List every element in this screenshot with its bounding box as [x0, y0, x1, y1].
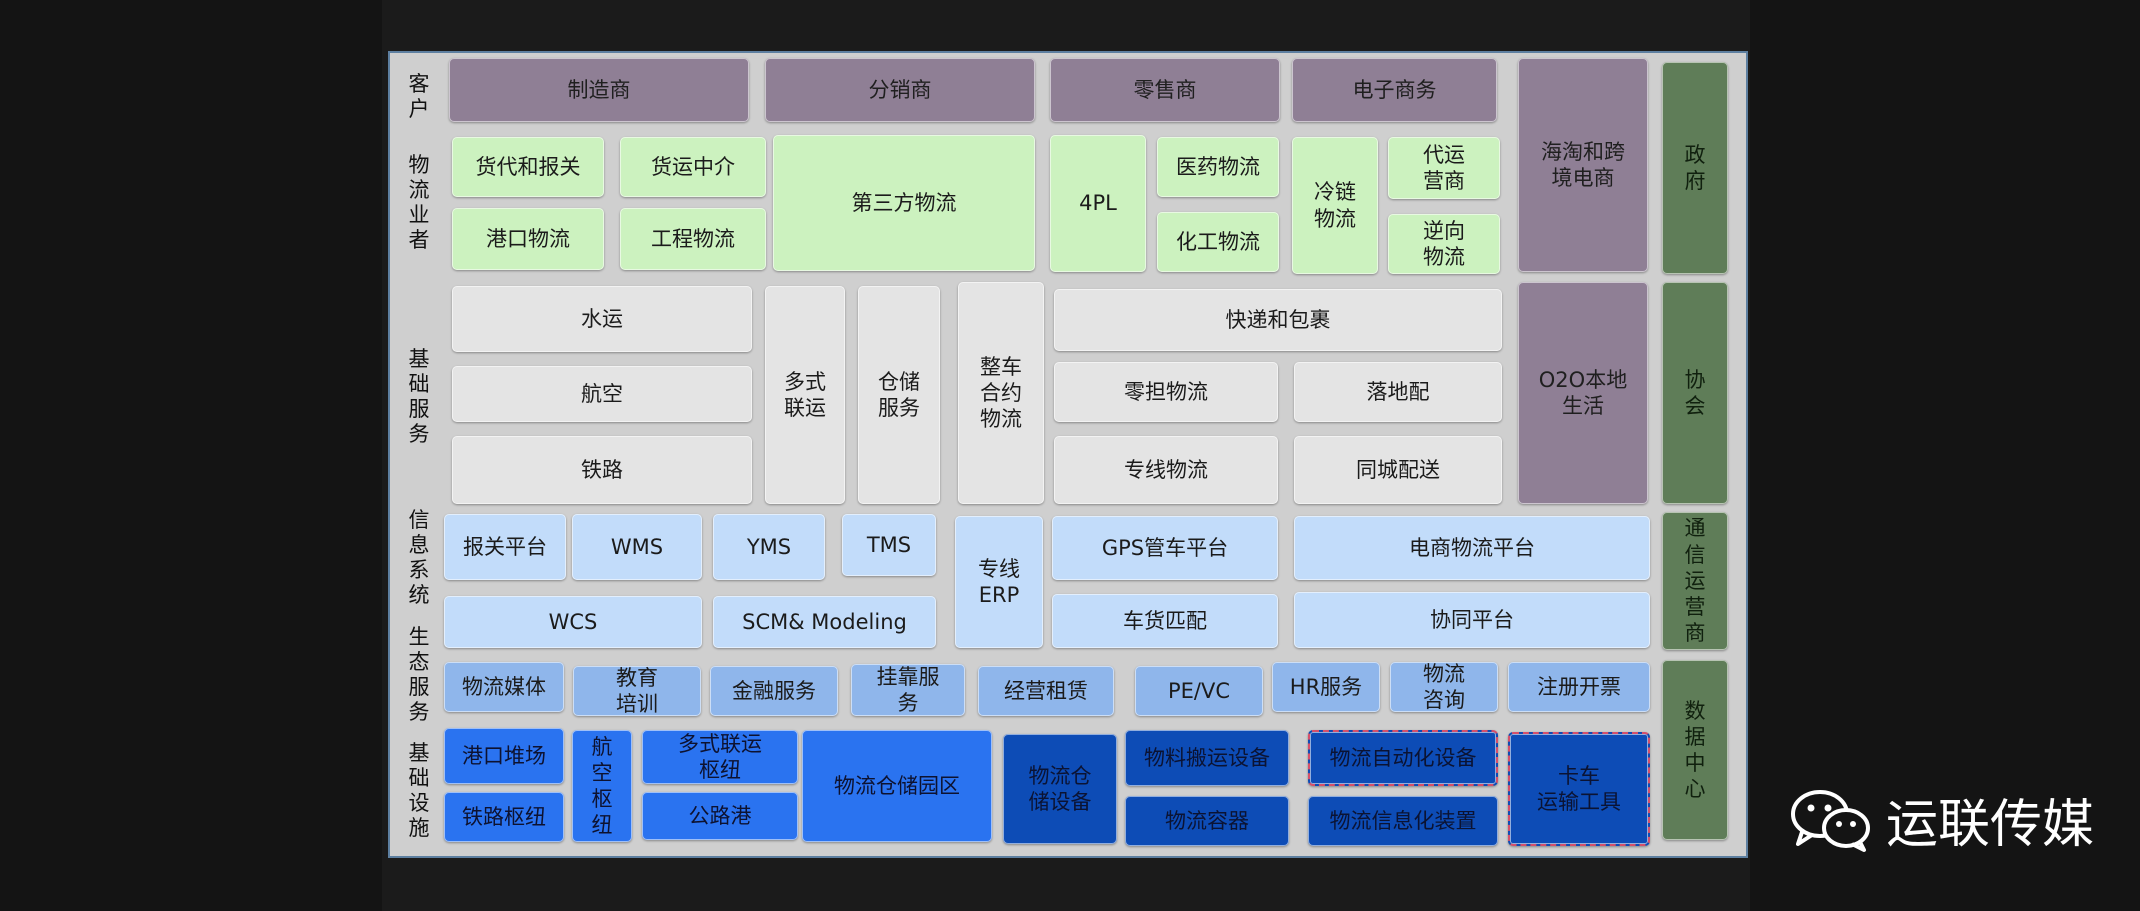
category-infrastructure: 基 础 设 施: [408, 740, 430, 841]
yms: YMS: [713, 514, 825, 580]
freight-broker: 货运中介: [620, 137, 766, 197]
freight-matching: 车货匹配: [1052, 594, 1278, 648]
operating-lease: 经营租赁: [978, 666, 1114, 716]
wechat-icon: [1791, 789, 1870, 852]
third-party-logistics: 第三方物流: [773, 135, 1035, 271]
chemical-logistics: 化工物流: [1157, 212, 1279, 272]
affiliation-services: 挂靠服 务: [851, 664, 965, 716]
air-hub: 航 空 枢 纽: [572, 730, 632, 842]
customer-manufacturer: 制造商: [449, 58, 749, 122]
port-logistics: 港口物流: [452, 208, 604, 270]
highway-port: 公路港: [642, 792, 798, 840]
warehouse-equipment: 物流仓 储设备: [1003, 734, 1117, 844]
logistics-automation-equipment: 物流自动化设备: [1308, 730, 1498, 786]
registration-invoicing: 注册开票: [1508, 662, 1650, 712]
logistics-containers: 物流容器: [1125, 796, 1289, 846]
engineering-logistics: 工程物流: [620, 208, 766, 270]
scm-modeling: SCM& Modeling: [713, 596, 936, 648]
cross-border-ecommerce: 海淘和跨 境电商: [1518, 58, 1648, 272]
customs-platform: 报关平台: [444, 514, 566, 580]
intra-city-delivery: 同城配送: [1294, 436, 1502, 504]
logistics-media: 物流媒体: [444, 662, 564, 712]
financial-services: 金融服务: [710, 666, 838, 716]
wms: WMS: [572, 514, 702, 580]
o2o-local-life: O2O本地 生活: [1518, 282, 1648, 504]
express-parcel: 快递和包裹: [1054, 289, 1502, 351]
cold-chain-logistics: 冷链 物流: [1292, 137, 1378, 274]
customer-distributor: 分销商: [765, 58, 1035, 122]
side-association: 协 会: [1662, 282, 1728, 504]
category-eco-services: 生 态 服 务: [408, 624, 430, 725]
category-customers: 客 户: [408, 71, 430, 121]
outsourced-operations: 代运 营商: [1388, 137, 1500, 199]
wcs: WCS: [444, 596, 702, 648]
ecommerce-logistics-platform: 电商物流平台: [1294, 516, 1650, 580]
dedicated-line-logistics: 专线物流: [1054, 436, 1278, 504]
side-government: 政 府: [1662, 62, 1728, 274]
tms: TMS: [842, 514, 936, 576]
customer-ecommerce: 电子商务: [1292, 58, 1497, 122]
side-data-center: 数 据 中 心: [1662, 660, 1728, 840]
education-training: 教育 培训: [573, 666, 701, 716]
multimodal-hub: 多式联运 枢纽: [642, 730, 798, 784]
freight-forwarding-customs: 货代和报关: [452, 137, 604, 197]
side-telecom-operator: 通 信 运 营 商: [1662, 512, 1728, 650]
last-mile-delivery: 落地配: [1294, 362, 1502, 422]
category-logistics-providers: 物 流 业 者: [408, 152, 430, 253]
hr-services: HR服务: [1272, 662, 1380, 712]
rail-transport: 铁路: [452, 436, 752, 504]
air-transport: 航空: [452, 366, 752, 422]
logistics-consulting: 物流 咨询: [1390, 662, 1498, 712]
ltl-logistics: 零担物流: [1054, 362, 1278, 422]
watermark: 运联传媒: [1790, 782, 2094, 857]
watermark-text: 运联传媒: [1886, 795, 2095, 855]
material-handling-equipment: 物料搬运设备: [1125, 730, 1289, 786]
logistics-informatization-devices: 物流信息化装置: [1308, 796, 1498, 846]
category-basic-services: 基 础 服 务: [408, 346, 430, 447]
customer-retailer: 零售商: [1050, 58, 1280, 122]
pharma-logistics: 医药物流: [1157, 137, 1279, 197]
truck-transport-tools: 卡车 运输工具: [1508, 732, 1650, 846]
logistics-warehouse-park: 物流仓储园区: [802, 730, 992, 842]
water-transport: 水运: [452, 286, 752, 352]
category-info-systems: 信 息 系 统: [408, 507, 430, 608]
pe-vc: PE/VC: [1135, 666, 1263, 716]
dedicated-line-erp: 专线 ERP: [955, 516, 1043, 648]
reverse-logistics: 逆向 物流: [1388, 214, 1500, 274]
warehousing-service: 仓储 服务: [858, 286, 940, 504]
port-yard: 港口堆场: [444, 728, 564, 784]
multimodal-transport: 多式 联运: [765, 286, 845, 504]
collaboration-platform: 协同平台: [1294, 592, 1650, 648]
ftl-contract-logistics: 整车 合约 物流: [958, 282, 1044, 504]
gps-fleet-platform: GPS管车平台: [1052, 516, 1278, 580]
fourth-party-logistics: 4PL: [1050, 135, 1146, 272]
rail-hub: 铁路枢纽: [444, 792, 564, 842]
